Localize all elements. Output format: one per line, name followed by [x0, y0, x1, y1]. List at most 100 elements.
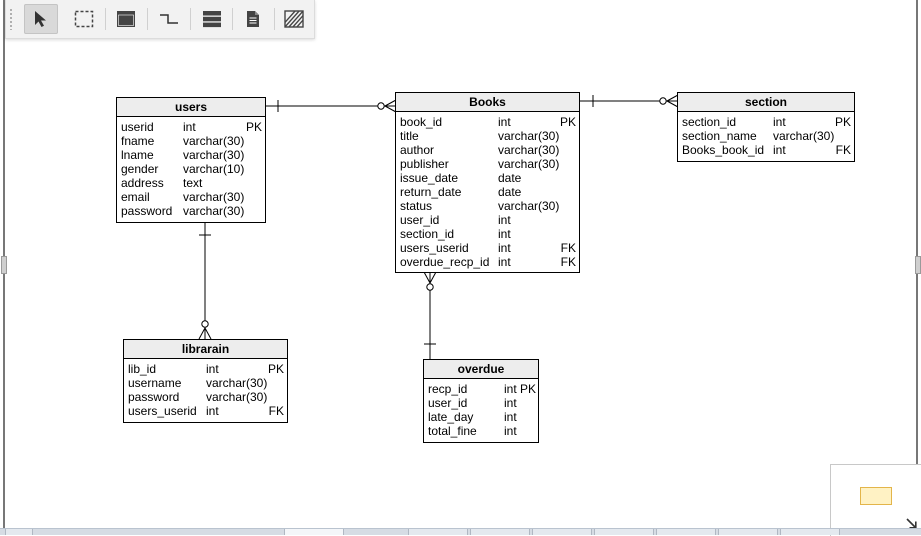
users-row[interactable]: email varchar(30) [117, 190, 265, 204]
column-name: author [400, 143, 435, 157]
column-name: status [400, 199, 433, 213]
sheet-tab[interactable] [470, 529, 530, 535]
table-icon [117, 11, 135, 27]
crowfoot-marker [384, 99, 397, 107]
column-type: varchar(30) [206, 390, 268, 404]
sheet-tab[interactable] [780, 529, 840, 535]
column-name: gender [121, 162, 159, 176]
column-type: int [504, 424, 517, 438]
add-table-button[interactable] [109, 4, 143, 34]
column-type: int [498, 255, 511, 269]
crowfoot-marker [198, 327, 206, 340]
section-table-title: section [678, 93, 854, 112]
column-type: varchar(30) [498, 199, 560, 213]
column-name: users_userid [128, 404, 197, 418]
column-name: title [400, 129, 419, 143]
column-type: varchar(30) [183, 190, 245, 204]
zero-marker [201, 320, 209, 328]
add-relation-button[interactable] [152, 4, 186, 34]
crowfoot-marker [666, 100, 679, 108]
sheet-tab[interactable] [5, 529, 33, 535]
column-key: FK [560, 241, 576, 255]
pointer-tool-button[interactable] [24, 4, 58, 34]
column-name: section_name [682, 129, 757, 143]
books-row[interactable]: status varchar(30) [396, 199, 579, 213]
column-key: PK [267, 362, 284, 376]
toolbar [5, 0, 315, 39]
column-name: publisher [400, 157, 449, 171]
column-key: PK [245, 120, 262, 134]
left-resize-handle[interactable] [1, 256, 7, 274]
librarain-table-title: librarain [124, 340, 287, 359]
column-type: int PK [504, 382, 537, 396]
note-icon [247, 11, 259, 27]
sheet-tab[interactable] [284, 529, 344, 535]
marquee-select-button[interactable] [67, 4, 101, 34]
column-type: date [498, 185, 522, 199]
column-name: book_id [400, 115, 443, 129]
column-name: address [121, 176, 164, 190]
column-type: int [183, 120, 196, 134]
column-type: int [773, 115, 786, 129]
overdue-table-title: overdue [424, 360, 538, 379]
crowfoot-marker [384, 105, 397, 113]
column-name: email [121, 190, 150, 204]
column-name: issue_date [400, 171, 459, 185]
toolbar-separator [105, 8, 106, 30]
toolbar-separator [190, 8, 191, 30]
rows-icon [203, 11, 221, 28]
toolbar-separator [147, 8, 148, 30]
sheet-tab[interactable] [594, 529, 654, 535]
sheet-tab[interactable] [718, 529, 778, 535]
add-rows-button[interactable] [195, 4, 229, 34]
add-note-button[interactable] [236, 4, 270, 34]
add-area-button[interactable] [277, 4, 311, 34]
column-type: varchar(30) [183, 148, 245, 162]
sheet-tab[interactable] [408, 529, 468, 535]
column-name: total_fine [428, 424, 477, 438]
column-name: user_id [400, 213, 440, 227]
resize-arrow-icon[interactable] [906, 518, 917, 529]
column-type: int [498, 227, 511, 241]
sheet-tab[interactable] [532, 529, 592, 535]
column-type: varchar(30) [183, 134, 245, 148]
toolbar-separator [232, 8, 233, 30]
outline-minimap[interactable] [830, 464, 921, 536]
outline-viewport[interactable] [860, 487, 892, 505]
toolbar-grip[interactable] [9, 8, 13, 30]
sheet-tab[interactable] [656, 529, 716, 535]
overdue-row[interactable]: total_fine int [424, 424, 538, 438]
crowfoot-marker [423, 271, 431, 284]
